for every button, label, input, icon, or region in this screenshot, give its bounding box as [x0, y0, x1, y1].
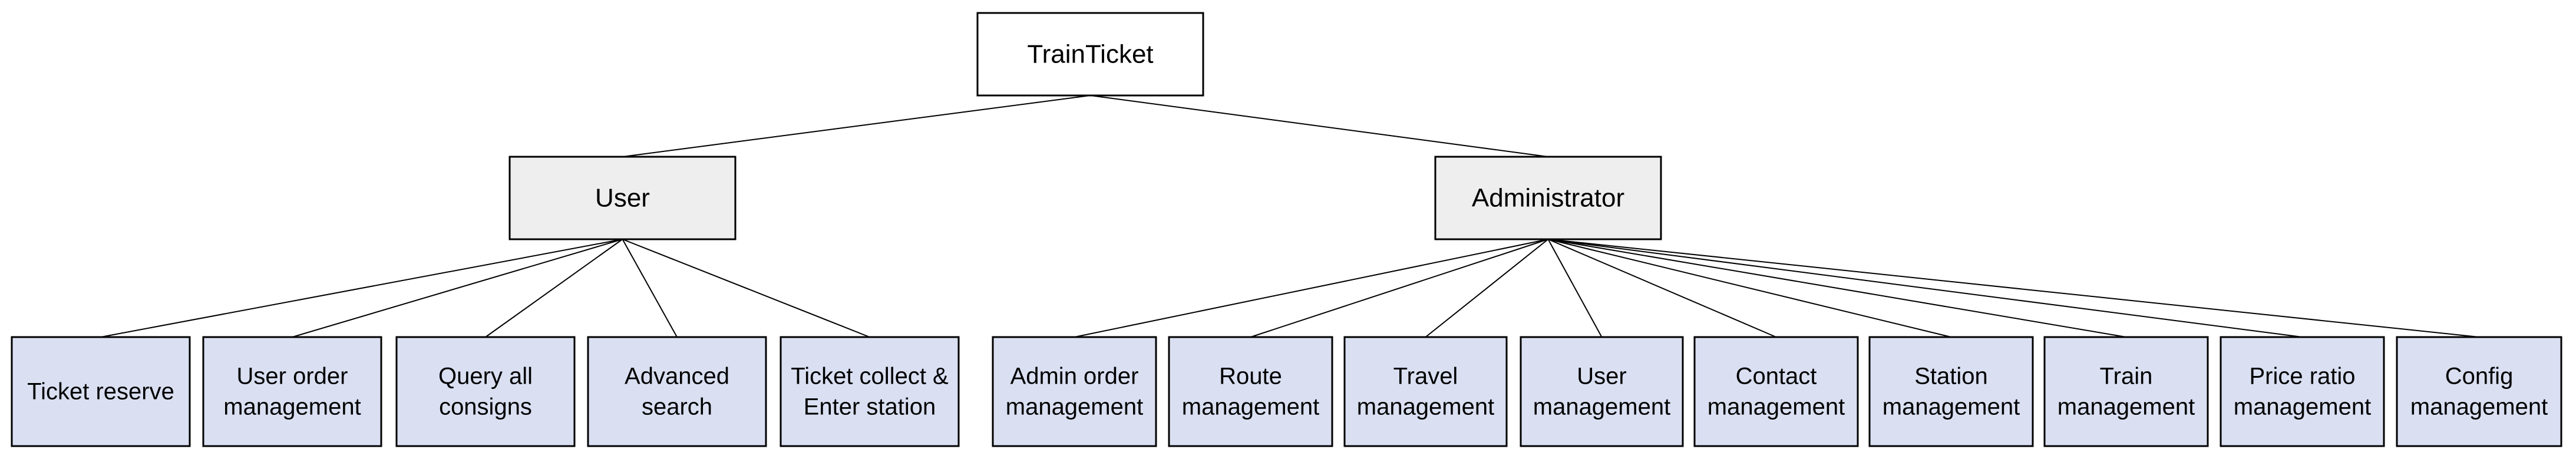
leaf-node-ticket-collect-enter-station-label-line-2: Enter station — [804, 394, 936, 420]
leaf-node-price-ratio-management: Price ratio management — [2220, 336, 2385, 447]
edge-administrator-to-contact-management — [1548, 239, 1776, 338]
edge-root-to-administrator — [1090, 95, 1548, 157]
leaf-node-query-all-consigns-label-line-1: Query all — [438, 364, 533, 390]
leaf-node-query-all-consigns-label-line-2: consigns — [439, 394, 532, 420]
leaf-node-ticket-reserve-box — [11, 336, 191, 447]
leaf-node-user-management-label-line-2: management — [1533, 394, 1670, 420]
edge-administrator-to-config-management — [1548, 239, 2479, 338]
leaf-node-ticket-collect-enter-station-label-line-1: Ticket collect & — [791, 364, 949, 390]
leaf-node-admin-order-management-label-line-2: management — [1006, 394, 1143, 420]
leaf-node-user-order-management-label-line-1: User order — [237, 364, 348, 390]
leaf-node-station-management: Station management — [1868, 336, 2034, 447]
edge-administrator-to-travel-management — [1425, 239, 1549, 338]
leaf-node-train-management-label-line-1: Train — [2100, 364, 2153, 390]
branch-node-user-box — [508, 156, 737, 240]
edges-layer — [100, 95, 2479, 338]
branch-node-administrator-box — [1434, 156, 1662, 240]
edge-administrator-to-route-management — [1250, 239, 1548, 338]
leaf-node-config-management-box — [2396, 336, 2562, 447]
leaf-node-config-management-label-line-1: Config — [2445, 364, 2514, 390]
leaf-node-travel-management-box — [1343, 336, 1508, 447]
branch-node-administrator: Administrator — [1434, 156, 1662, 240]
edge-administrator-to-station-management — [1548, 239, 1951, 338]
leaf-node-query-all-consigns-box — [395, 336, 576, 447]
leaf-node-travel-management-label-line-2: management — [1357, 394, 1494, 420]
edge-user-to-query-all-consigns — [485, 239, 623, 338]
leaf-node-user-order-management: User order management — [202, 336, 382, 447]
leaf-node-price-ratio-management-box — [2220, 336, 2385, 447]
leaf-node-ticket-collect-enter-station: Ticket collect & Enter station — [780, 336, 960, 447]
leaf-node-route-management-box — [1168, 336, 1333, 447]
leaf-node-train-management-label-line-2: management — [2058, 394, 2195, 420]
leaf-node-config-management-label-line-2: management — [2410, 394, 2548, 420]
leaf-node-admin-order-management-label-line-1: Admin order — [1010, 364, 1139, 390]
root-node-root: TrainTicket — [976, 12, 1204, 97]
leaf-node-ticket-reserve: Ticket reserve — [11, 336, 191, 447]
leaf-node-user-order-management-box — [202, 336, 382, 447]
leaf-node-user-order-management-label-line-2: management — [223, 394, 361, 420]
leaf-node-config-management: Config management — [2396, 336, 2562, 447]
leaf-node-user-management-box — [1520, 336, 1684, 447]
leaf-node-advanced-search-box — [587, 336, 767, 447]
edge-administrator-to-train-management — [1548, 239, 2126, 338]
leaf-node-travel-management-label-line-1: Travel — [1393, 364, 1458, 390]
branch-node-administrator-label: Administrator — [1472, 184, 1624, 213]
branch-node-user-label: User — [595, 184, 650, 213]
edge-user-to-user-order-management — [292, 239, 623, 338]
edge-user-to-advanced-search — [622, 239, 678, 338]
leaf-node-user-management-label-line-1: User — [1577, 364, 1626, 390]
leaf-node-route-management-label-line-2: management — [1182, 394, 1319, 420]
leaf-node-station-management-label-line-1: Station — [1914, 364, 1988, 390]
leaf-node-station-management-box — [1868, 336, 2034, 447]
edge-user-to-ticket-collect-enter-station — [622, 239, 870, 338]
leaf-node-route-management-label-line-1: Route — [1219, 364, 1282, 390]
leaf-node-contact-management-label-line-2: management — [1708, 394, 1845, 420]
leaf-node-contact-management-box — [1693, 336, 1859, 447]
leaf-node-ticket-reserve-label: Ticket reserve — [27, 379, 174, 405]
leaf-node-train-management: Train management — [2043, 336, 2209, 447]
leaf-node-contact-management-label-line-1: Contact — [1736, 364, 1817, 390]
edge-administrator-to-user-management — [1547, 239, 1603, 338]
root-node-root-label: TrainTicket — [1027, 40, 1153, 69]
edge-administrator-to-price-ratio-management — [1548, 239, 2303, 338]
leaf-node-user-management: User management — [1520, 336, 1684, 447]
edge-administrator-to-admin-order-management — [1074, 239, 1548, 338]
leaf-node-advanced-search-label-line-1: Advanced — [625, 364, 729, 390]
leaf-node-travel-management: Travel management — [1343, 336, 1508, 447]
leaf-node-admin-order-management: Admin order management — [992, 336, 1157, 447]
leaf-node-query-all-consigns: Query all consigns — [395, 336, 576, 447]
leaf-node-contact-management: Contact management — [1693, 336, 1859, 447]
root-node-root-box — [976, 12, 1204, 97]
leaf-node-advanced-search: Advanced search — [587, 336, 767, 447]
leaf-node-admin-order-management-box — [992, 336, 1157, 447]
leaf-node-train-management-box — [2043, 336, 2209, 447]
leaf-node-price-ratio-management-label-line-1: Price ratio — [2249, 364, 2355, 390]
leaf-node-route-management: Route management — [1168, 336, 1333, 447]
edge-user-to-ticket-reserve — [100, 239, 623, 338]
leaf-node-advanced-search-label-line-2: search — [642, 394, 712, 420]
branch-node-user: User — [508, 156, 737, 240]
leaf-node-price-ratio-management-label-line-2: management — [2234, 394, 2371, 420]
leaf-node-ticket-collect-enter-station-box — [780, 336, 960, 447]
leaf-node-station-management-label-line-2: management — [1883, 394, 2020, 420]
edge-root-to-user — [622, 95, 1091, 157]
